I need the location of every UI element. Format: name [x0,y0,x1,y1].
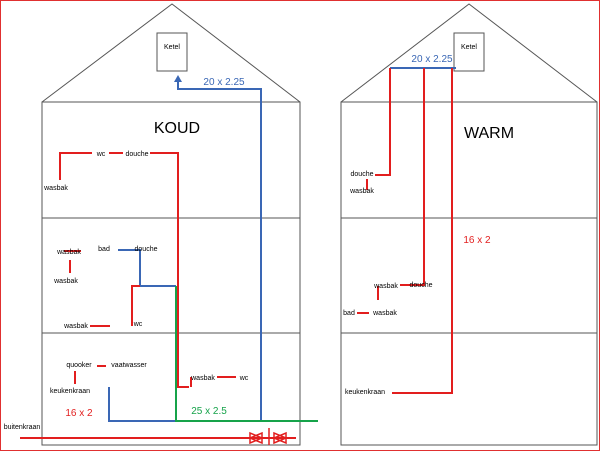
fixture-buitenkraan: buitenkraan [4,424,41,431]
pipe-red-cold [20,152,296,439]
fixture-bad-mid: bad [98,246,110,253]
title-warm: WARM [464,125,514,142]
fixture-wc-top: wc [96,151,106,158]
pipe-blue-main [108,80,262,422]
house-body-warm [340,101,598,446]
fixture-wasbak-warm-top: wasbak [349,188,374,195]
fixture-douche-warm-top: douche [351,171,374,178]
boiler-label: Ketel [164,44,180,51]
fixture-wasbak-mid-3: wasbak [63,323,88,330]
fixture-quooker: quooker [66,362,92,369]
fixture-wasbak-top: wasbak [43,185,68,192]
roof-warm [340,3,598,103]
house-cold: Ketel KOUD 20 x 2.25 25 x 2.5 [4,3,318,446]
pipe-label-green: 25 x 2.5 [191,406,227,417]
title-koud: KOUD [154,120,200,137]
house-warm: Ketel WARM 20 x 2.25 16 x 2 douche wasba… [340,3,598,446]
fixture-douche-top: douche [126,151,149,158]
house-body-cold [41,101,301,446]
pipe-label-blue-warm: 20 x 2.25 [411,54,453,65]
fixture-keukenkraan-cold: keukenkraan [50,388,90,395]
fixture-wasbak-mid-1: wasbak [56,249,81,256]
boiler-cold [156,32,188,72]
pipe-label-red-warm: 16 x 2 [463,235,491,246]
fixture-douche-warm-mid: douche [410,282,433,289]
fixture-wasbak-ground: wasbak [190,375,215,382]
roof-cold [41,3,301,103]
fixture-bad-warm: bad [343,310,355,317]
fixture-wc-mid: wc [133,321,143,328]
pipe-green [175,286,318,422]
pipe-red-warm [357,68,453,394]
fixture-wasbak-warm-mid-2: wasbak [372,310,397,317]
fixture-wc-ground: wc [239,375,249,382]
pipe-label-red: 16 x 2 [65,408,93,419]
boiler-label-warm: Ketel [461,44,477,51]
fixture-wasbak-warm-mid: wasbak [373,283,398,290]
fixture-keukenkraan-warm: keukenkraan [345,389,385,396]
fixture-wasbak-mid-2: wasbak [53,278,78,285]
pipe-label-blue: 20 x 2.25 [203,77,245,88]
boiler-warm [453,32,485,72]
fixture-douche-mid: douche [135,246,158,253]
fixture-vaatwasser: vaatwasser [111,362,147,369]
arrow-up-icon [174,75,182,82]
valve-icon [248,428,288,445]
